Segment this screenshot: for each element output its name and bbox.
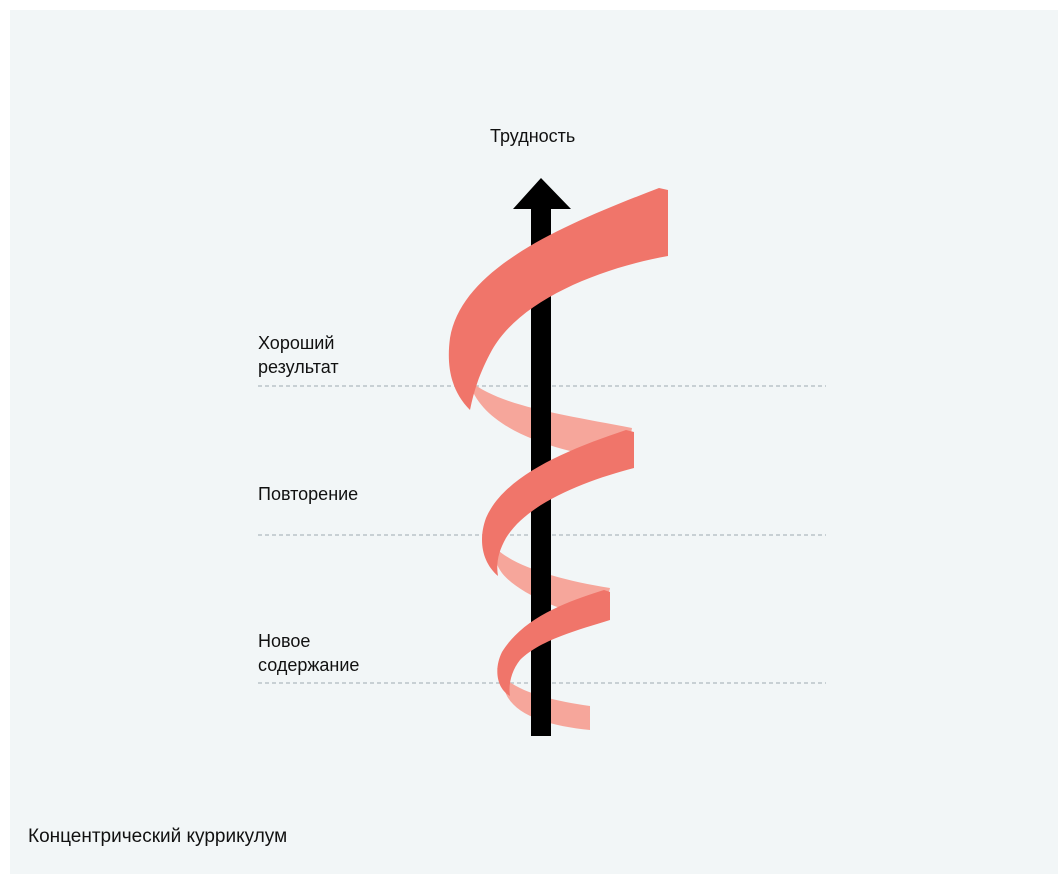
level-label-line: Новое — [258, 631, 311, 651]
level-label-good-result: Хороший результат — [258, 331, 339, 379]
spiral-ribbon-front — [448, 188, 668, 696]
level-label-line: Хороший — [258, 333, 335, 353]
diagram-caption: Концентрический куррикулум — [28, 826, 288, 847]
axis-arrowhead — [513, 178, 571, 209]
ribbon-front-middle — [482, 430, 634, 576]
ribbon-front-top — [448, 188, 668, 410]
ribbon-front-bottom — [497, 590, 610, 696]
level-label-line: содержание — [258, 655, 360, 675]
level-label-line: Повторение — [258, 484, 359, 504]
level-label-line: результат — [258, 357, 339, 377]
level-label-repetition: Повторение — [258, 482, 358, 506]
level-label-new-content: Новое содержание — [258, 629, 359, 677]
axis-label-difficulty: Трудность — [490, 126, 576, 146]
ribbon-back-top — [450, 350, 632, 462]
